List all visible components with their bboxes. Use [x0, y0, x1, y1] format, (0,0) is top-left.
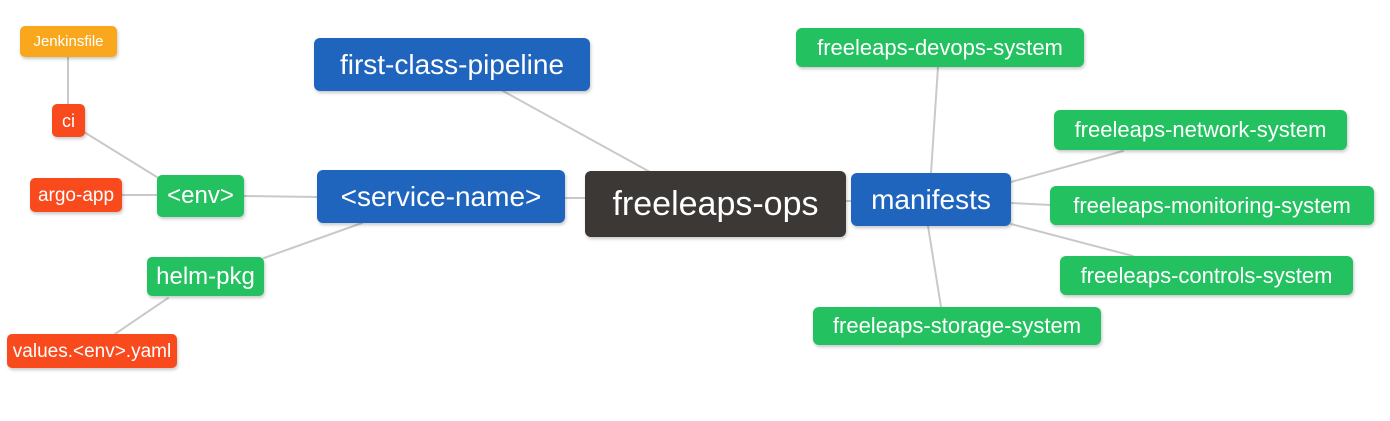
- node-values-env-yaml[interactable]: values.<env>.yaml: [7, 334, 177, 368]
- edge-manifests-network-system: [1010, 150, 1124, 183]
- edge-manifests-devops-system: [930, 66, 939, 174]
- node-env[interactable]: <env>: [157, 175, 244, 217]
- node-freeleaps-ops-root[interactable]: freeleaps-ops: [585, 171, 846, 237]
- edge-helm-pkg-service-name: [263, 222, 363, 259]
- node-jenkinsfile[interactable]: Jenkinsfile: [20, 26, 117, 57]
- node-argo-app[interactable]: argo-app: [30, 178, 122, 212]
- node-freeleaps-controls-system[interactable]: freeleaps-controls-system: [1060, 256, 1353, 295]
- edge-values-yaml-helm-pkg: [114, 297, 169, 335]
- edge-manifests-monitoring-system: [1010, 202, 1052, 206]
- node-freeleaps-network-system[interactable]: freeleaps-network-system: [1054, 110, 1347, 150]
- node-first-class-pipeline[interactable]: first-class-pipeline: [314, 38, 590, 91]
- node-freeleaps-monitoring-system[interactable]: freeleaps-monitoring-system: [1050, 186, 1374, 225]
- edge-manifests-controls-system: [1010, 223, 1134, 257]
- node-ci[interactable]: ci: [52, 104, 85, 137]
- edge-first-class-pipeline-ops: [502, 90, 651, 173]
- node-freeleaps-storage-system[interactable]: freeleaps-storage-system: [813, 307, 1101, 345]
- edge-manifests-storage-system: [927, 225, 942, 308]
- node-freeleaps-devops-system[interactable]: freeleaps-devops-system: [796, 28, 1084, 67]
- node-helm-pkg[interactable]: helm-pkg: [147, 257, 264, 296]
- edge-ci-env: [83, 131, 161, 180]
- edge-env-service-name: [243, 195, 318, 198]
- node-service-name[interactable]: <service-name>: [317, 170, 565, 223]
- node-manifests[interactable]: manifests: [851, 173, 1011, 226]
